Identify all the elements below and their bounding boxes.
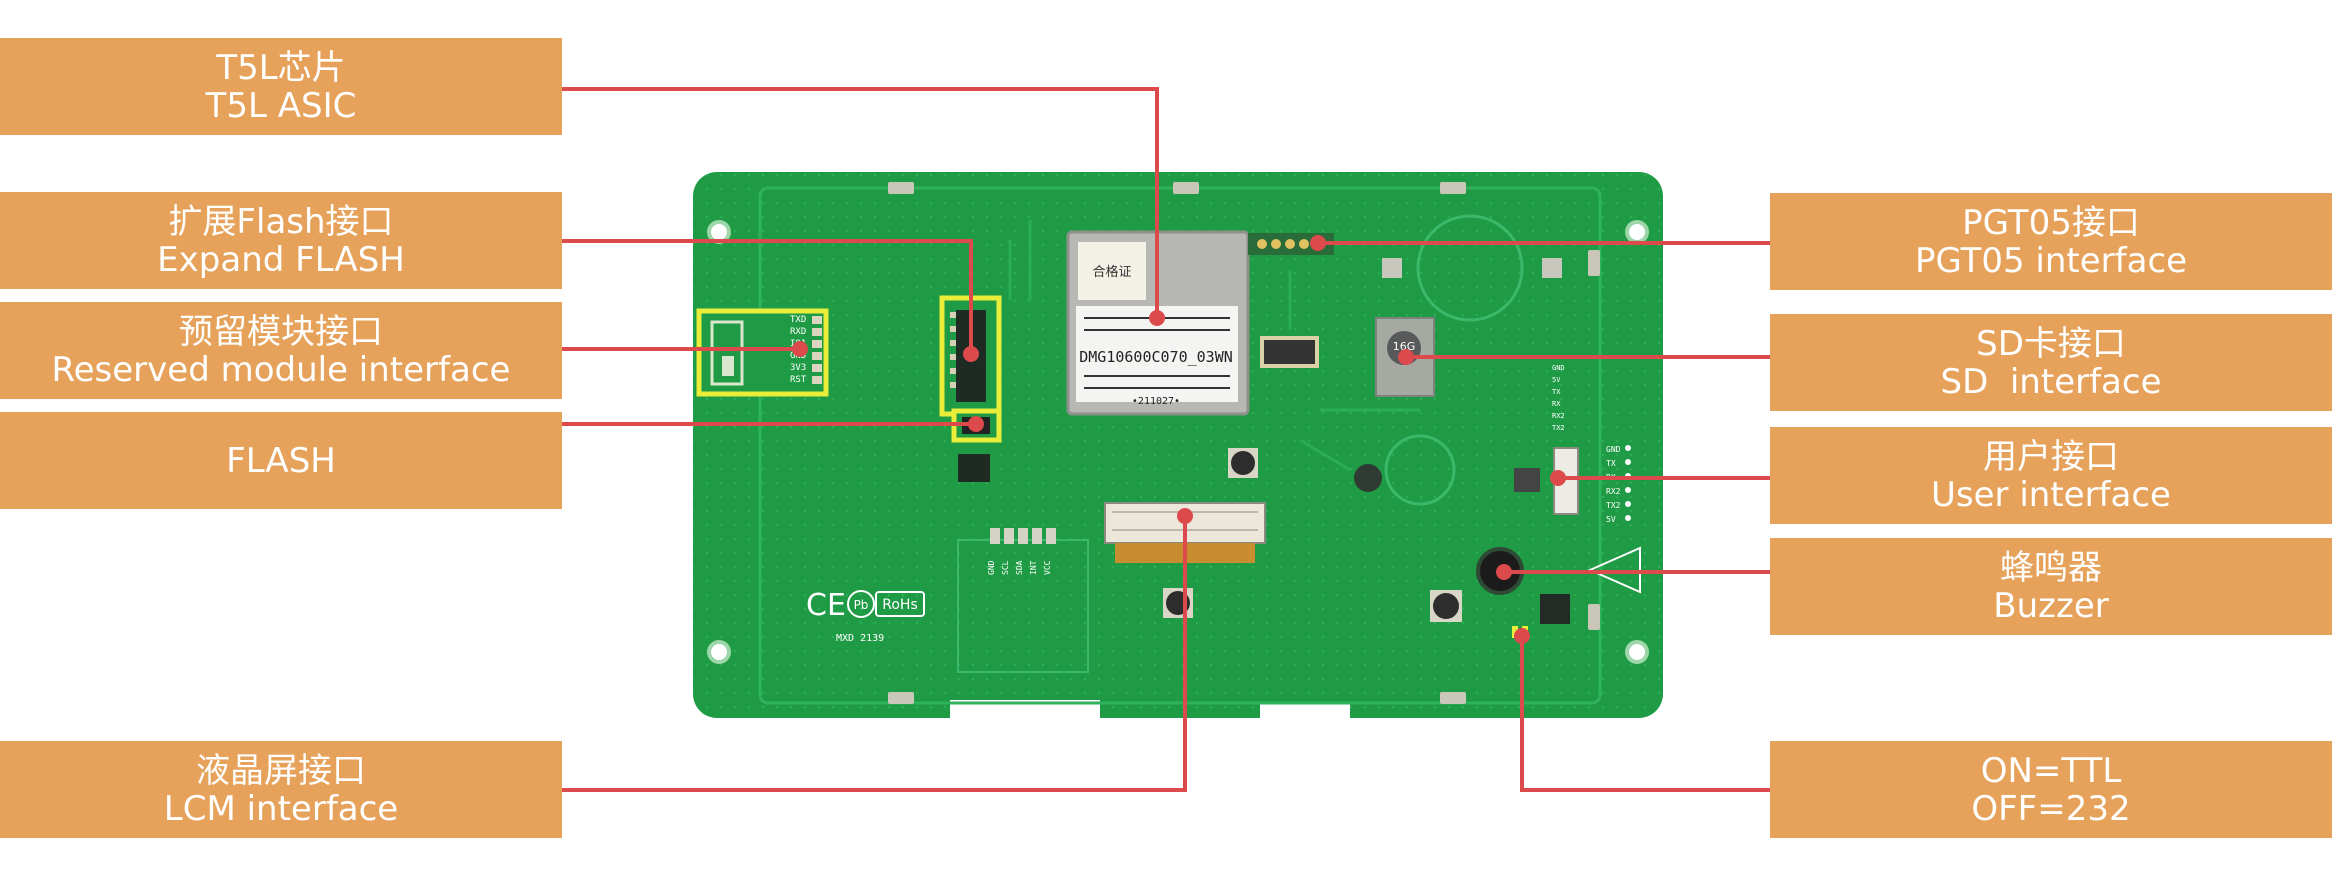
lcm-pin-vcc: VCC xyxy=(1043,560,1052,575)
label-lcm-en: LCM interface xyxy=(163,788,399,829)
label-reserved-en: Reserved module interface xyxy=(51,349,511,390)
user-interface-connector xyxy=(1553,447,1579,515)
label-ttl-switch: ON=TTL OFF=232 xyxy=(1770,741,2332,838)
label-expand-flash: 扩展Flash接口 Expand FLASH xyxy=(0,192,562,289)
reserved-pin-txd: TXD xyxy=(790,315,806,325)
label-reserved-module: 预留模块接口 Reserved module interface xyxy=(0,302,562,399)
label-sd-zh: SD卡接口 xyxy=(1976,323,2126,364)
label-ttl-off: OFF=232 xyxy=(1971,788,2131,829)
label-reserved-zh: 预留模块接口 xyxy=(179,311,383,352)
chip-model-text: DMG10600C070_03WN xyxy=(1079,348,1233,366)
lcm-pin-sda: SDA xyxy=(1015,560,1024,575)
label-lcm-interface: 液晶屏接口 LCM interface xyxy=(0,741,562,838)
side-pin-gnd: GND xyxy=(1552,364,1565,372)
user-pin-rx2: RX2 xyxy=(1606,487,1621,496)
reserved-pin-io1: IO1 xyxy=(790,339,806,349)
lcm-connector xyxy=(1104,502,1266,544)
label-pgt05-interface: PGT05接口 PGT05 interface xyxy=(1770,193,2332,290)
lcm-pin-gnd: GND xyxy=(987,560,996,575)
buzzer-part xyxy=(1476,547,1524,595)
label-user-zh: 用户接口 xyxy=(1983,436,2119,477)
label-pgt05-zh: PGT05接口 xyxy=(1962,202,2140,243)
label-t5l-asic: T5L芯片 T5L ASIC xyxy=(0,38,562,135)
reserved-pin-rst: RST xyxy=(790,375,807,385)
label-pgt05-en: PGT05 interface xyxy=(1914,240,2188,281)
label-expand-flash-zh: 扩展Flash接口 xyxy=(168,201,394,242)
side-pin-labels: GND 5V TX RX RX2 TX2 xyxy=(1552,364,1565,432)
label-buzzer: 蜂鸣器 Buzzer xyxy=(1770,538,2332,635)
label-lcm-zh: 液晶屏接口 xyxy=(196,750,366,791)
lcm-pin-scl: SCL xyxy=(1001,560,1010,575)
label-t5l-zh: T5L芯片 xyxy=(216,47,346,88)
label-sd-en: SD interface xyxy=(1940,361,2162,402)
user-pin-tx2: TX2 xyxy=(1606,501,1621,510)
silk-code: MXD 2139 xyxy=(836,633,884,644)
reserved-pin-3v3: 3V3 xyxy=(790,363,806,373)
side-pin-5v: 5V xyxy=(1552,376,1561,384)
label-flash: FLASH xyxy=(0,412,562,509)
rohs-mark: RoHs xyxy=(882,597,918,613)
ce-mark: CE xyxy=(806,588,846,623)
user-pin-gnd: GND xyxy=(1606,445,1621,454)
label-flash-en: FLASH xyxy=(226,440,336,481)
label-buzzer-zh: 蜂鸣器 xyxy=(2000,547,2102,588)
side-pin-rx: RX xyxy=(1552,400,1561,408)
chip-sticker-text: 合格证 xyxy=(1092,264,1131,280)
label-buzzer-en: Buzzer xyxy=(1993,585,2109,626)
label-t5l-en: T5L ASIC xyxy=(205,85,357,126)
chip-date-text: •211027• xyxy=(1132,396,1180,407)
user-pin-5v: 5V xyxy=(1606,515,1616,524)
label-expand-flash-en: Expand FLASH xyxy=(157,239,405,280)
side-pin-rx2: RX2 xyxy=(1552,412,1565,420)
side-pin-tx2: TX2 xyxy=(1552,424,1565,432)
label-user-en: User interface xyxy=(1931,474,2171,515)
label-sd-interface: SD卡接口 SD interface xyxy=(1770,314,2332,411)
label-ttl-on: ON=TTL xyxy=(1980,750,2122,791)
sd-card-text: 16G xyxy=(1393,340,1416,353)
user-pin-rx: RX xyxy=(1606,473,1616,482)
lcm-pin-int: INT xyxy=(1029,560,1038,575)
side-pin-tx: TX xyxy=(1552,388,1561,396)
user-pin-tx: TX xyxy=(1606,459,1616,468)
label-user-interface: 用户接口 User interface xyxy=(1770,427,2332,524)
pb-mark: Pb xyxy=(854,598,869,612)
reserved-pin-gnd: GND xyxy=(790,351,806,361)
reserved-pin-rxd: RXD xyxy=(790,327,806,337)
